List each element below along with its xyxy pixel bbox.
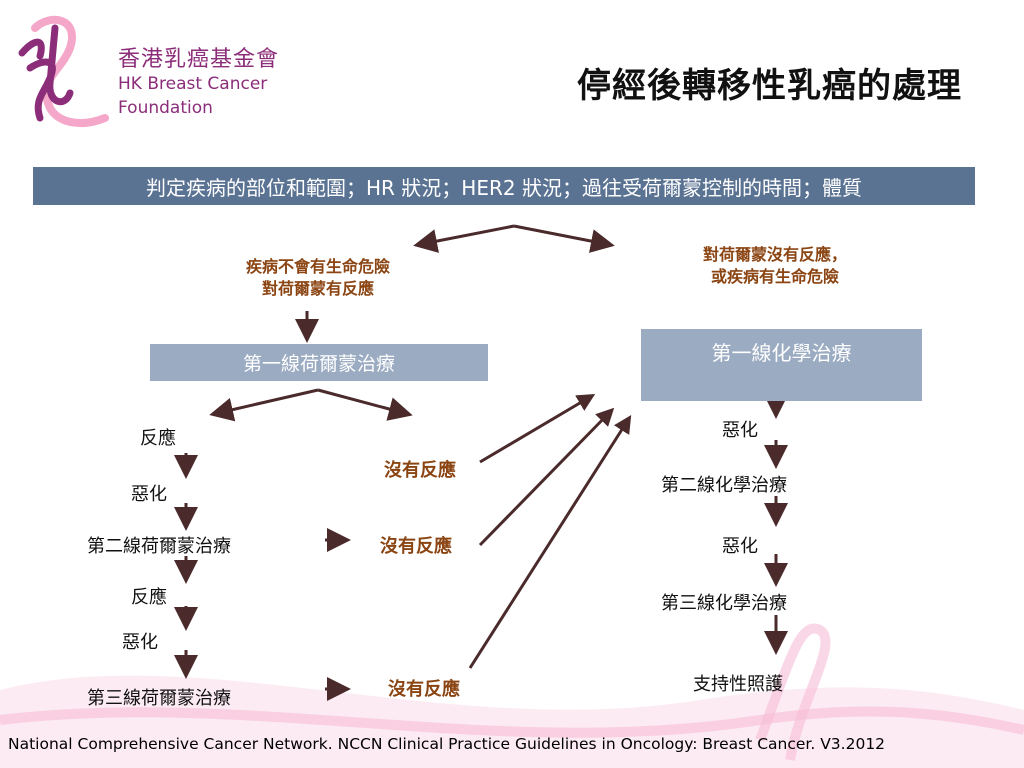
chemo-progression-label-2: 惡化 bbox=[722, 536, 758, 557]
split2-arrow-right bbox=[317, 388, 413, 421]
no-response-label-3: 沒有反應 bbox=[388, 679, 460, 700]
first-line-chemo-box: 第一線化學治療 bbox=[641, 329, 922, 401]
left-condition-line2: 對荷爾蒙有反應 bbox=[261, 279, 374, 298]
response-label-1: 反應 bbox=[140, 428, 176, 449]
page-title: 停經後轉移性乳癌的處理 bbox=[577, 66, 962, 106]
arrow-noresp2-chemo bbox=[478, 407, 615, 547]
progression-label-2: 惡化 bbox=[122, 632, 158, 653]
right-condition: 對荷爾蒙沒有反應， 或疾病有生命危險 bbox=[655, 244, 895, 288]
no-response-label-2: 沒有反應 bbox=[380, 536, 452, 557]
first-line-hormone-box: 第一線荷爾蒙治療 bbox=[150, 344, 488, 381]
right-condition-line2: 或疾病有生命危險 bbox=[710, 267, 839, 286]
split-arrow-right bbox=[513, 224, 615, 253]
third-line-chemo: 第三線化學治療 bbox=[661, 593, 787, 614]
logo-text: 香港乳癌基金會 HK Breast Cancer Foundation bbox=[118, 48, 279, 120]
right-condition-line1: 對荷爾蒙沒有反應， bbox=[702, 245, 847, 264]
logo-name-cn: 香港乳癌基金會 bbox=[118, 47, 280, 72]
logo-name-en-1: HK Breast Cancer bbox=[118, 74, 268, 94]
chemo-progression-label-1: 惡化 bbox=[722, 420, 758, 441]
logo-name-en-2: Foundation bbox=[118, 98, 213, 118]
progression-label-1: 惡化 bbox=[131, 484, 167, 505]
second-line-chemo: 第二線化學治療 bbox=[661, 475, 787, 496]
arrow-noresp3-chemo bbox=[468, 414, 632, 669]
split-arrow-left bbox=[413, 224, 515, 253]
no-response-label-1: 沒有反應 bbox=[384, 460, 456, 481]
second-line-hormone: 第二線荷爾蒙治療 bbox=[87, 536, 231, 557]
third-line-hormone: 第三線荷爾蒙治療 bbox=[87, 688, 231, 709]
supportive-care: 支持性照護 bbox=[693, 674, 783, 695]
split2-arrow-left bbox=[209, 388, 319, 422]
assessment-banner: 判定疾病的部位和範圍；HR 狀況；HER2 狀況；過往受荷爾蒙控制的時間；體質 bbox=[33, 167, 975, 205]
left-condition: 疾病不會有生命危險 對荷爾蒙有反應 bbox=[208, 256, 428, 300]
left-condition-line1: 疾病不會有生命危險 bbox=[245, 257, 390, 276]
response-label-2: 反應 bbox=[131, 587, 167, 608]
pink-ribbon-icon bbox=[18, 15, 109, 127]
citation-footer: National Comprehensive Cancer Network. N… bbox=[8, 735, 886, 753]
arrow-noresp1-chemo bbox=[479, 393, 596, 464]
